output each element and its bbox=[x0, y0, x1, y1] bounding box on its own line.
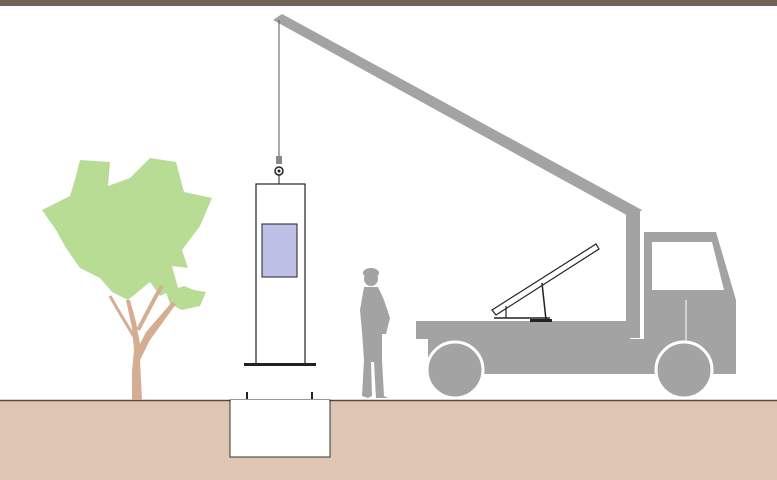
solar-panel-strut bbox=[541, 282, 547, 321]
foundation-pit bbox=[229, 392, 331, 458]
truck bbox=[416, 232, 736, 400]
solar-panel-mount bbox=[530, 319, 552, 322]
kiosk-base bbox=[244, 363, 316, 366]
truck-window bbox=[652, 242, 724, 290]
solar-panel-surface bbox=[491, 243, 600, 316]
tree-branch-2 bbox=[108, 295, 138, 341]
worker-body bbox=[360, 287, 390, 398]
crane bbox=[273, 14, 642, 338]
ground bbox=[0, 400, 777, 480]
worker-head bbox=[364, 272, 378, 286]
worker bbox=[360, 268, 390, 398]
crane-hook-block bbox=[276, 156, 282, 164]
kiosk-screen bbox=[261, 223, 298, 278]
tree-foliage bbox=[42, 158, 212, 300]
kiosk bbox=[244, 183, 316, 366]
top-strip bbox=[0, 0, 777, 6]
truck-rear-wheel bbox=[425, 340, 485, 400]
tree-branch bbox=[136, 284, 164, 331]
tree bbox=[42, 158, 212, 400]
crane-mast bbox=[626, 212, 640, 338]
solar-panel bbox=[491, 243, 600, 322]
truck-bed bbox=[416, 321, 630, 339]
truck-front-wheel bbox=[654, 340, 714, 400]
tree-trunk bbox=[126, 300, 176, 400]
crane-boom bbox=[273, 14, 642, 218]
